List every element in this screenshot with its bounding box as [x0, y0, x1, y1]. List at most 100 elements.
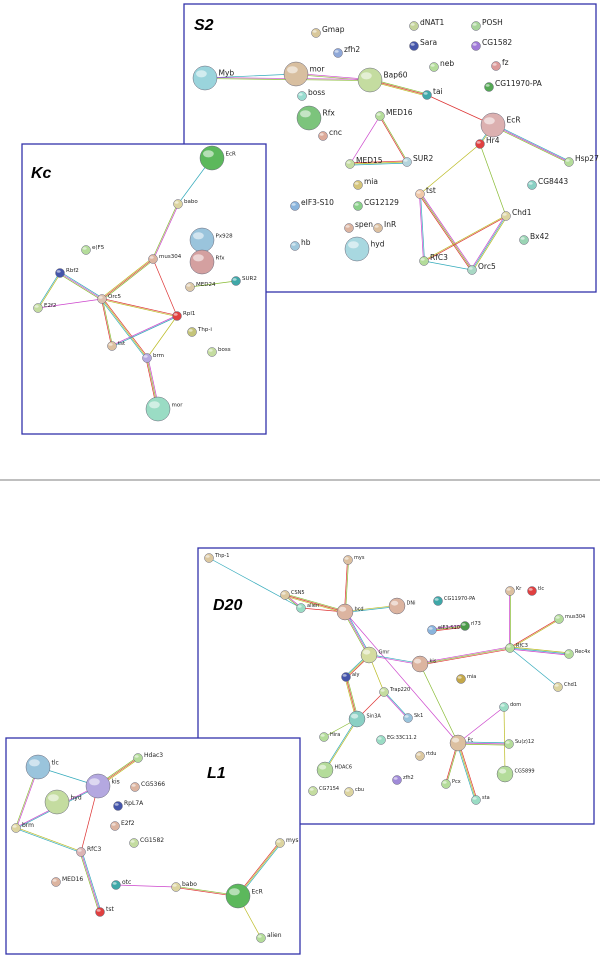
- node-hr4[interactable]: Hr4: [475, 136, 500, 149]
- node-cg1582[interactable]: CG1582: [129, 837, 165, 848]
- node-mys[interactable]: mys: [343, 555, 365, 565]
- node-rfc3[interactable]: RfC3: [419, 253, 449, 266]
- node-med24[interactable]: MED24: [185, 282, 216, 292]
- node-mus304[interactable]: mus304: [148, 254, 182, 264]
- node-thp-i[interactable]: Thp-i: [187, 327, 213, 337]
- node-med16[interactable]: MED16: [51, 876, 84, 887]
- node-hyd[interactable]: hyd: [344, 236, 385, 262]
- node-babo[interactable]: babo: [171, 881, 198, 892]
- node-orc5[interactable]: Orc5: [97, 294, 122, 304]
- node-sara[interactable]: Sara: [409, 38, 438, 51]
- node-rpl1[interactable]: Rpl1: [172, 311, 196, 321]
- node-trap220[interactable]: Trap220: [379, 687, 411, 697]
- node-mys[interactable]: mys: [275, 837, 299, 848]
- node-rfx[interactable]: Rfx: [296, 105, 335, 131]
- node-tai[interactable]: tai: [422, 87, 443, 100]
- node-tlc[interactable]: tlc: [25, 754, 59, 780]
- node-alien[interactable]: alien: [296, 603, 320, 613]
- node-e2f2[interactable]: E2f2: [33, 303, 57, 313]
- node-alien[interactable]: alien: [256, 932, 282, 943]
- node-rbf2[interactable]: Rbf2: [55, 268, 79, 278]
- node-babo[interactable]: babo: [173, 199, 199, 209]
- node-rtdu[interactable]: rtdu: [415, 751, 437, 761]
- node-bx42[interactable]: Bx42: [519, 232, 550, 245]
- node-myb[interactable]: Myb: [192, 65, 234, 91]
- node-cg1582[interactable]: CG1582: [471, 38, 513, 51]
- node-eg-33c11-2[interactable]: EG:33C11.2: [376, 735, 417, 745]
- node-cnc[interactable]: cnc: [318, 128, 343, 141]
- node-cg5899[interactable]: CG5899: [496, 765, 535, 783]
- node-thp-1[interactable]: Thp-1: [204, 553, 230, 563]
- node-mus304[interactable]: mus304: [554, 614, 586, 624]
- node-dnat1[interactable]: dNAT1: [409, 18, 445, 31]
- node-cg11970-pa[interactable]: CG11970-PA: [484, 79, 543, 92]
- node-mia[interactable]: mia: [456, 674, 477, 684]
- node-ecr[interactable]: EcR: [480, 112, 521, 138]
- node-sin3a[interactable]: Sin3A: [348, 710, 381, 728]
- node-rfc3[interactable]: RfC3: [76, 846, 102, 857]
- node-zfh2[interactable]: zfh2: [333, 45, 361, 58]
- node-tst[interactable]: tst: [107, 341, 127, 351]
- node-dni[interactable]: DNi: [388, 597, 415, 615]
- node-rl73[interactable]: rl73: [460, 621, 481, 631]
- node-pcx[interactable]: Pcx: [441, 779, 461, 789]
- node-brm[interactable]: brm: [142, 353, 165, 363]
- node-cg12129[interactable]: CG12129: [353, 198, 400, 211]
- node-med16[interactable]: MED16: [375, 108, 413, 121]
- node-gmr[interactable]: Gmr: [360, 646, 390, 664]
- node-e-f5[interactable]: e(F5: [81, 245, 105, 255]
- node-cbu[interactable]: cbu: [344, 787, 365, 797]
- node-sur2[interactable]: SUR2: [231, 276, 257, 286]
- node-otc[interactable]: otc: [111, 879, 132, 890]
- node-csn5[interactable]: CSN5: [280, 590, 305, 600]
- node-gmap[interactable]: Gmap: [311, 25, 345, 38]
- node-px928[interactable]: Px928: [189, 227, 233, 253]
- node-pc[interactable]: Pc: [449, 734, 474, 752]
- node-rfc3[interactable]: RfC3: [505, 643, 528, 653]
- node-cg7154[interactable]: CG7154: [308, 786, 340, 796]
- node-kis[interactable]: kis: [85, 773, 120, 799]
- node-bap60[interactable]: Bap60: [357, 67, 408, 93]
- node-hira[interactable]: Hira: [319, 732, 341, 742]
- node-bcd[interactable]: bcd: [336, 603, 364, 621]
- node-mor[interactable]: mor: [283, 61, 325, 87]
- node-spen[interactable]: spen: [344, 220, 374, 233]
- node-chd1[interactable]: Chd1: [553, 682, 578, 692]
- node-zfh2[interactable]: zfh2: [392, 775, 414, 785]
- node-fz[interactable]: fz: [491, 58, 509, 71]
- node-eif3-s10[interactable]: eIF3-S10: [290, 198, 335, 211]
- node-hdac6[interactable]: HDAC6: [316, 761, 352, 779]
- node-aly[interactable]: aly: [341, 672, 360, 682]
- node-sta[interactable]: sta: [471, 795, 490, 805]
- node-neb[interactable]: neb: [429, 59, 455, 72]
- node-rfx[interactable]: Rfx: [189, 249, 225, 275]
- node-hsp27[interactable]: Hsp27: [564, 154, 600, 167]
- node-boss[interactable]: boss: [207, 347, 231, 357]
- node-tlc[interactable]: tlc: [527, 586, 545, 596]
- node-tst[interactable]: tst: [95, 906, 115, 917]
- node-posh[interactable]: POSH: [471, 18, 503, 31]
- node-su-z-12[interactable]: Su(z)12: [504, 739, 535, 749]
- node-ecr[interactable]: EcR: [199, 145, 236, 171]
- node-hb[interactable]: hb: [290, 238, 311, 251]
- node-rec4x[interactable]: Rec4x: [564, 649, 591, 659]
- node-kis[interactable]: kis: [411, 655, 437, 673]
- node-kr[interactable]: Kr: [505, 586, 523, 596]
- node-boss[interactable]: boss: [297, 88, 326, 101]
- node-e2f2[interactable]: E2f2: [110, 820, 135, 831]
- node-hdac3[interactable]: Hdac3: [133, 752, 164, 763]
- node-mia[interactable]: mia: [353, 177, 379, 190]
- node-brm[interactable]: brm: [11, 822, 35, 833]
- node-cg8443[interactable]: CG8443: [527, 177, 569, 190]
- node-hyd[interactable]: hyd: [44, 789, 82, 815]
- node-dom[interactable]: dom: [499, 702, 522, 712]
- node-mor[interactable]: mor: [145, 396, 183, 422]
- node-med15[interactable]: MED15: [345, 156, 383, 169]
- node-orc5[interactable]: Orc5: [467, 262, 496, 275]
- node-rpl7a[interactable]: RpL7A: [113, 800, 145, 811]
- node-cg11970-pa[interactable]: CG11970-PA: [433, 596, 476, 606]
- node-tst[interactable]: tst: [415, 186, 436, 199]
- node-eif3-s10[interactable]: eIF3-S10: [427, 625, 460, 635]
- node-sur2[interactable]: SUR2: [402, 154, 434, 167]
- node-cg5366[interactable]: CG5366: [130, 781, 166, 792]
